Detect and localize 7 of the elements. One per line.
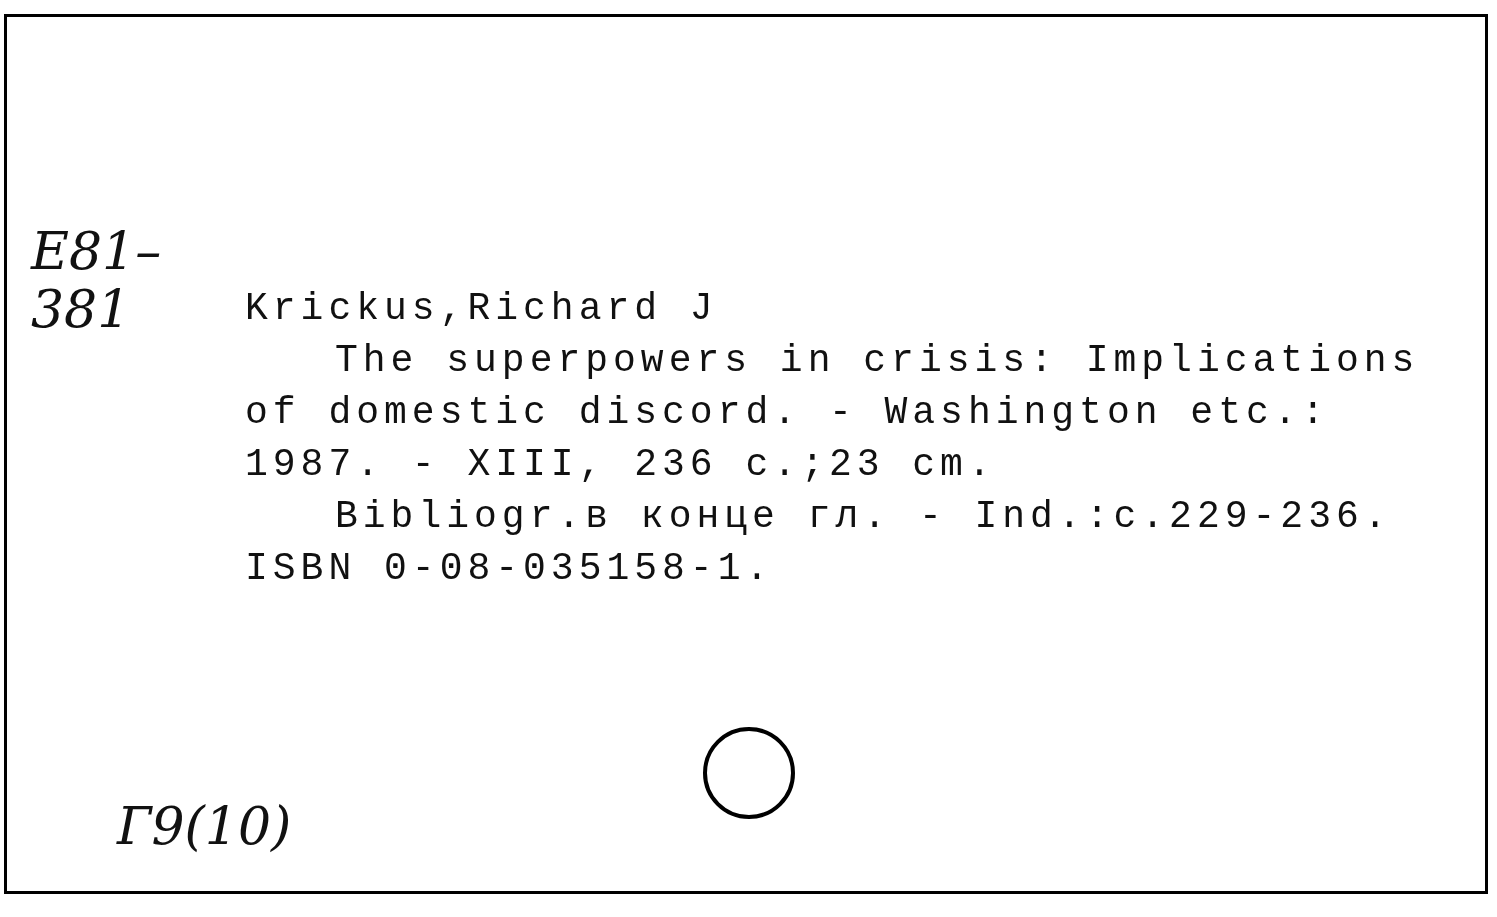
classification-mark: Г9(10) (117, 797, 293, 855)
bibliography-note: Bibliogr.в конце гл. - Ind.:c.229-236. (334, 494, 1393, 540)
punch-hole (703, 727, 795, 819)
title-description: The superpowers in crisis: Implications of domestic discord. - Washington etc.: 1987. - XIII, 236 c.;23 cm. (245, 338, 1421, 488)
author-heading: Krickus,Richard J (245, 286, 719, 332)
isbn-number: ISBN 0-08-035158-1. (245, 546, 775, 592)
shelf-mark: E81– 381 (31, 222, 163, 338)
